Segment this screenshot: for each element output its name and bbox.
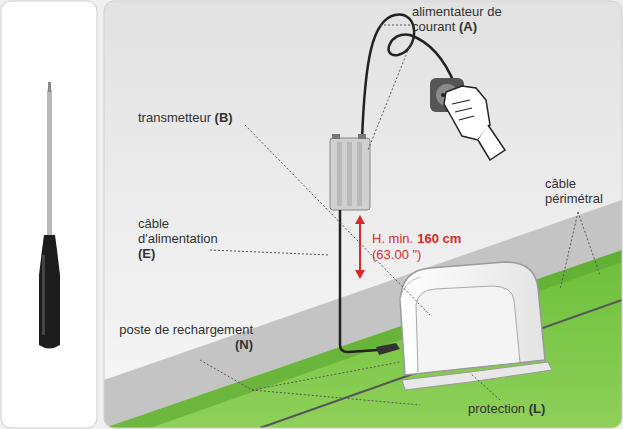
paving-strip [104, 200, 622, 428]
lawn [104, 250, 622, 428]
tool-panel [1, 1, 97, 428]
scene-background [104, 1, 622, 428]
dimension-value: 160 cm [417, 231, 461, 246]
height-arrow [355, 215, 365, 279]
dimension-label: (63.00 ") [372, 247, 452, 262]
part-label: câble d'alimentation (E) [138, 216, 238, 261]
part-label: protection (L) [468, 401, 578, 416]
screwdriver [39, 82, 60, 349]
part-label: poste de rechargement (N) [118, 322, 253, 352]
part-label: câble périmétral [545, 176, 611, 206]
leader-lines [200, 25, 600, 405]
charging-station [400, 262, 552, 390]
hand [444, 86, 505, 160]
part-label: alimentateur de courant (A) [412, 4, 524, 34]
transmitter [330, 134, 370, 210]
connector [376, 343, 400, 355]
dimension-label: H. min. [372, 231, 413, 246]
part-label: transmetteur (B) [138, 110, 268, 125]
